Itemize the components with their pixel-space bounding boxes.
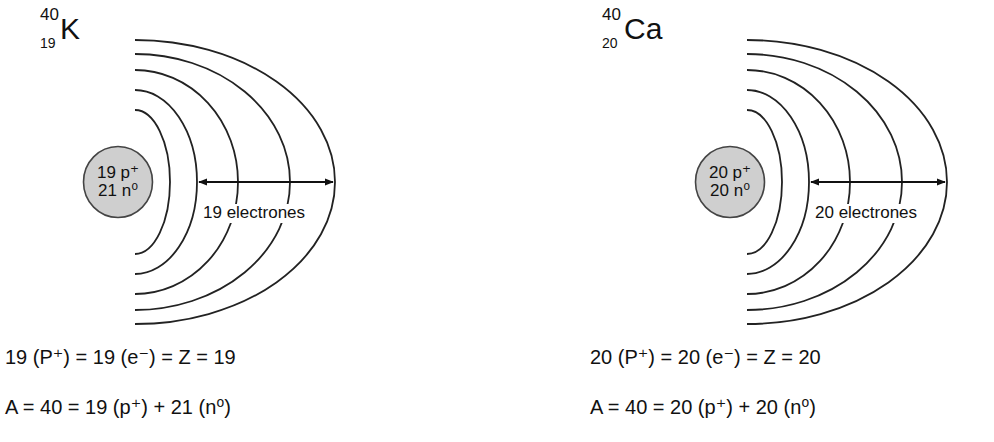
nucleus-ellipse <box>84 147 153 218</box>
mass-equation: A = 40 = 19 (p⁺) + 21 (n⁰) <box>5 396 231 418</box>
proton-electron-equation: 20 (P⁺) = 20 (e⁻) = Z = 20 <box>590 346 821 368</box>
mass-number: 40 <box>40 6 59 25</box>
double-arrow <box>811 181 945 183</box>
nucleus: 19 p⁺21 n⁰ <box>82 145 154 219</box>
electron-shell <box>135 40 335 324</box>
proton-count: 20 p⁺ <box>709 164 751 182</box>
nucleus: 20 p⁺20 n⁰ <box>694 145 766 219</box>
element-symbol: K <box>60 12 80 45</box>
nucleus-text-holder: 20 p⁺20 n⁰ <box>694 145 766 219</box>
mass-number: 40 <box>602 6 621 25</box>
electron-shells <box>135 40 947 324</box>
shell-span-arrows <box>199 181 945 183</box>
proton-electron-equation: 19 (P⁺) = 19 (e⁻) = Z = 19 <box>5 346 236 368</box>
nucleus-ellipse <box>696 147 765 218</box>
proton-count: 19 p⁺ <box>97 164 139 182</box>
neutron-count: 20 n⁰ <box>710 182 750 200</box>
mass-equation: A = 40 = 20 (p⁺) + 20 (n⁰) <box>590 396 816 418</box>
atomic-number: 20 <box>602 36 618 51</box>
electron-shell <box>747 40 947 324</box>
atomic-number: 19 <box>40 36 56 51</box>
neutron-count: 21 n⁰ <box>98 182 138 200</box>
electron-count: 20 electrones <box>813 204 919 223</box>
double-arrow <box>199 181 333 183</box>
electron-count: 19 electrones <box>201 204 307 223</box>
element-symbol: Ca <box>624 12 662 45</box>
nucleus-text-holder: 19 p⁺21 n⁰ <box>82 145 154 219</box>
